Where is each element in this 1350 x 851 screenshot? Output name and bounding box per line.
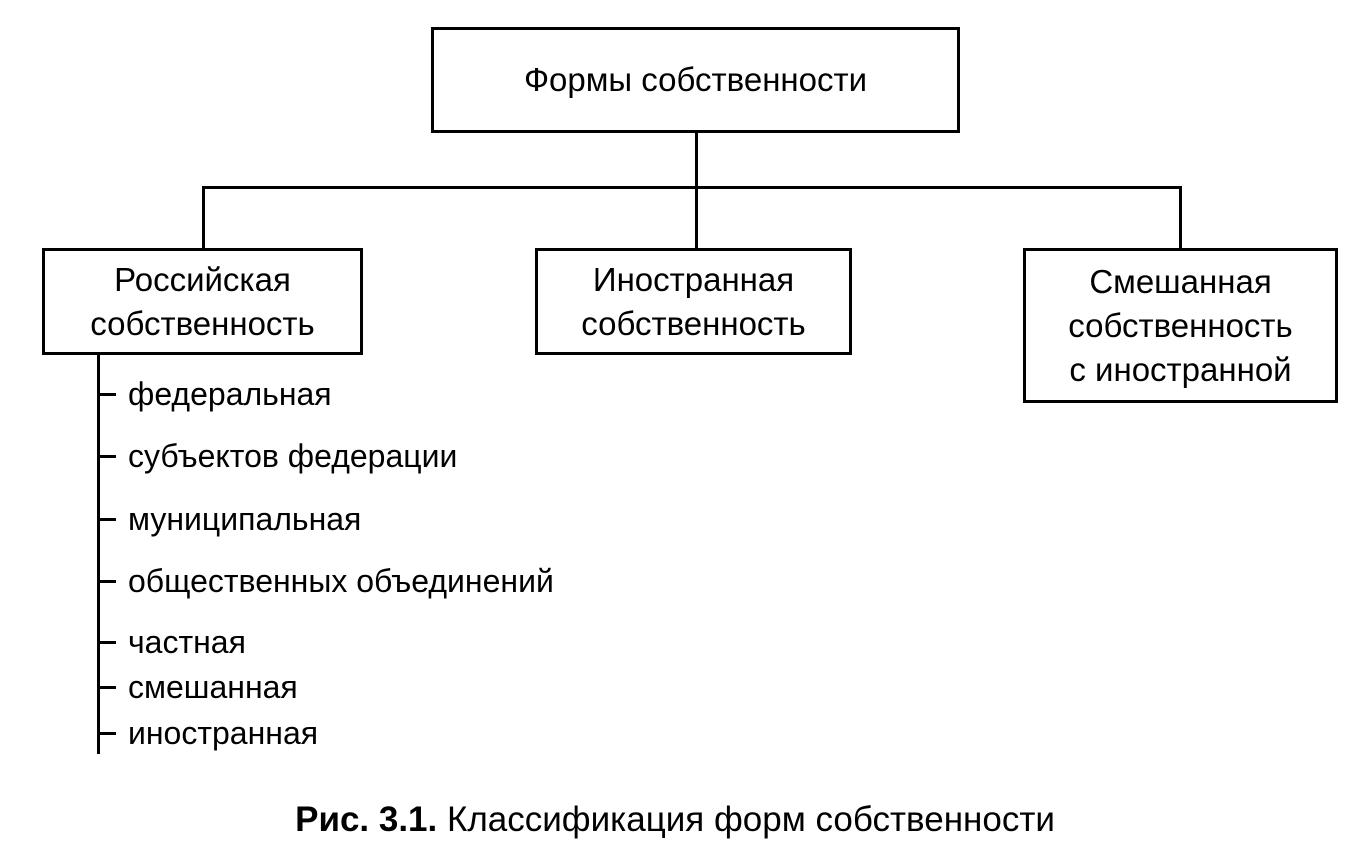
subtype-item: иностранная <box>98 713 318 753</box>
branch-node-russian: Российская собственность <box>42 248 363 355</box>
subtype-label: федеральная <box>128 375 332 412</box>
subtype-label: смешанная <box>128 668 298 705</box>
subtype-item: субъектов федерации <box>98 436 457 476</box>
subtypes-spine-line <box>97 352 100 754</box>
subtype-tick <box>98 640 116 644</box>
branch-drop-russian <box>202 186 205 250</box>
branch-drop-foreign <box>695 186 698 250</box>
subtype-item: общественных объединений <box>98 561 554 601</box>
branch-label-line: Российская <box>114 260 291 298</box>
branch-node-foreign: Иностранная собственность <box>535 248 852 355</box>
branch-label-line: собственность <box>1068 306 1293 344</box>
branch-drop-mixed <box>1179 186 1182 250</box>
subtype-item: муниципальная <box>98 499 361 539</box>
subtype-label: общественных объединений <box>128 562 554 599</box>
subtype-label: частная <box>128 623 246 660</box>
subtype-item: частная <box>98 622 246 662</box>
subtype-label: муниципальная <box>128 500 362 537</box>
figure-title: Классификация форм собственности <box>446 800 1055 839</box>
subtype-tick <box>98 685 116 689</box>
branch-label-line: собственность <box>581 304 806 342</box>
branch-label-line: собственность <box>90 304 315 342</box>
branch-label-line: с иностранной <box>1069 350 1292 388</box>
subtype-item: федеральная <box>98 374 332 414</box>
subtype-tick <box>98 731 116 735</box>
subtype-label: субъектов федерации <box>128 437 458 474</box>
branch-bus-line <box>202 186 1182 189</box>
subtype-tick <box>98 392 116 396</box>
root-node-label: Формы собственности <box>523 61 868 98</box>
figure-caption: Рис. 3.1. Классификация форм собственнос… <box>0 800 1350 840</box>
subtype-label: иностранная <box>128 714 319 751</box>
subtype-tick <box>98 517 116 521</box>
branch-label-line: Иностранная <box>592 260 795 298</box>
subtype-item: смешанная <box>98 667 298 707</box>
branch-node-mixed: Смешанная собственность с иностранной <box>1023 248 1338 403</box>
root-stem-line <box>695 131 698 188</box>
subtype-tick <box>98 579 116 583</box>
subtype-tick <box>98 454 116 458</box>
root-node-box: Формы собственности <box>431 27 960 133</box>
figure-number: Рис. 3.1. <box>295 800 438 839</box>
branch-label-line: Смешанная <box>1089 262 1272 300</box>
